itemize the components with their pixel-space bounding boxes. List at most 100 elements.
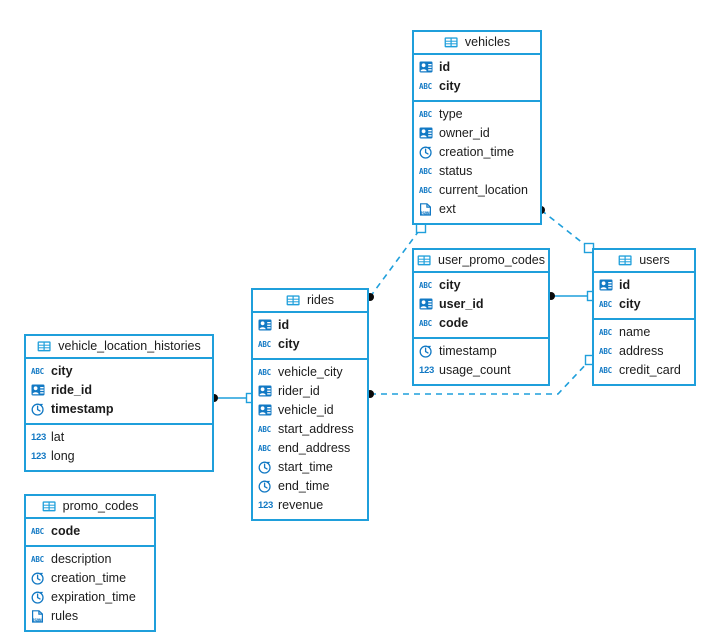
id-card-icon: [258, 404, 273, 417]
field-name: ride_id: [51, 383, 92, 398]
relationship-users-to-vehicles[interactable]: [537, 206, 595, 254]
field-row-users-id[interactable]: id: [594, 276, 694, 295]
field-row-rides-start_address[interactable]: ABC start_address: [253, 420, 367, 439]
field-name: city: [619, 297, 641, 312]
field-name: timestamp: [51, 402, 114, 417]
field-name: city: [278, 337, 300, 352]
table-title: promo_codes: [62, 499, 139, 514]
abc-text-icon: ABC: [258, 425, 271, 434]
table-header-vehicle_location_histories[interactable]: vehicle_location_histories: [26, 336, 212, 359]
field-name: ext: [439, 202, 456, 217]
field-name: usage_count: [439, 363, 511, 378]
field-row-user_promo_codes-timestamp[interactable]: timestamp: [414, 342, 548, 361]
field-row-vehicle_location_histories-ride_id[interactable]: ride_id: [26, 381, 212, 400]
field-name: rider_id: [278, 384, 320, 399]
clock-icon: [419, 345, 434, 358]
id-card-icon: [258, 385, 273, 398]
field-name: code: [51, 524, 81, 539]
id-card-icon: [31, 384, 46, 397]
field-name: id: [278, 318, 290, 333]
table-header-rides[interactable]: rides: [253, 290, 367, 313]
123-number-icon: 123: [31, 432, 46, 443]
field-row-vehicle_location_histories-lat[interactable]: 123 lat: [26, 428, 212, 447]
json-file-icon: JSON: [31, 610, 46, 623]
table-grid-icon: [42, 500, 57, 513]
field-name: user_id: [439, 297, 484, 312]
table-grid-icon: [286, 294, 301, 307]
relationship-user-promo-codes-to-users[interactable]: [547, 290, 598, 302]
abc-text-icon: ABC: [31, 367, 44, 376]
relationship-vehicle-location-histories-to-rides[interactable]: [210, 392, 257, 404]
field-name: credit_card: [619, 363, 681, 378]
field-name: start_address: [278, 422, 354, 437]
abc-text-icon: ABC: [599, 347, 612, 356]
field-row-promo_codes-expiration_time[interactable]: expiration_time: [26, 588, 154, 607]
field-row-user_promo_codes-user_id[interactable]: user_id: [414, 295, 548, 314]
id-card-icon: [419, 127, 434, 140]
field-row-vehicles-owner_id[interactable]: owner_id: [414, 124, 540, 143]
field-row-rides-end_time[interactable]: end_time: [253, 477, 367, 496]
field-row-rides-id[interactable]: id: [253, 316, 367, 335]
field-row-rides-vehicle_id[interactable]: vehicle_id: [253, 401, 367, 420]
field-name: long: [51, 449, 75, 464]
table-header-vehicles[interactable]: vehicles: [414, 32, 540, 55]
id-card-icon: [419, 298, 434, 311]
table-title: user_promo_codes: [438, 253, 546, 268]
field-name: owner_id: [439, 126, 490, 141]
table-header-users[interactable]: users: [594, 250, 694, 273]
123-number-icon: 123: [258, 500, 273, 511]
field-name: end_address: [278, 441, 351, 456]
field-row-rides-rider_id[interactable]: rider_id: [253, 382, 367, 401]
field-row-vehicle_location_histories-timestamp[interactable]: timestamp: [26, 400, 212, 419]
field-row-vehicles-id[interactable]: id: [414, 58, 540, 77]
table-header-user_promo_codes[interactable]: user_promo_codes: [414, 250, 548, 273]
table-title: vehicle_location_histories: [58, 339, 201, 354]
field-name: end_time: [278, 479, 330, 494]
clock-icon: [419, 146, 434, 159]
field-name: status: [439, 164, 473, 179]
abc-text-icon: ABC: [258, 368, 271, 377]
clock-icon: [31, 572, 46, 585]
field-row-vehicles-creation_time[interactable]: creation_time: [414, 143, 540, 162]
table-grid-icon: [417, 254, 432, 267]
table-title: rides: [306, 293, 335, 308]
field-name: lat: [51, 430, 65, 445]
table-header-promo_codes[interactable]: promo_codes: [26, 496, 154, 519]
field-name: description: [51, 552, 112, 567]
field-row-rides-start_time[interactable]: start_time: [253, 458, 367, 477]
field-row-promo_codes-creation_time[interactable]: creation_time: [26, 569, 154, 588]
table-title: users: [639, 253, 670, 268]
